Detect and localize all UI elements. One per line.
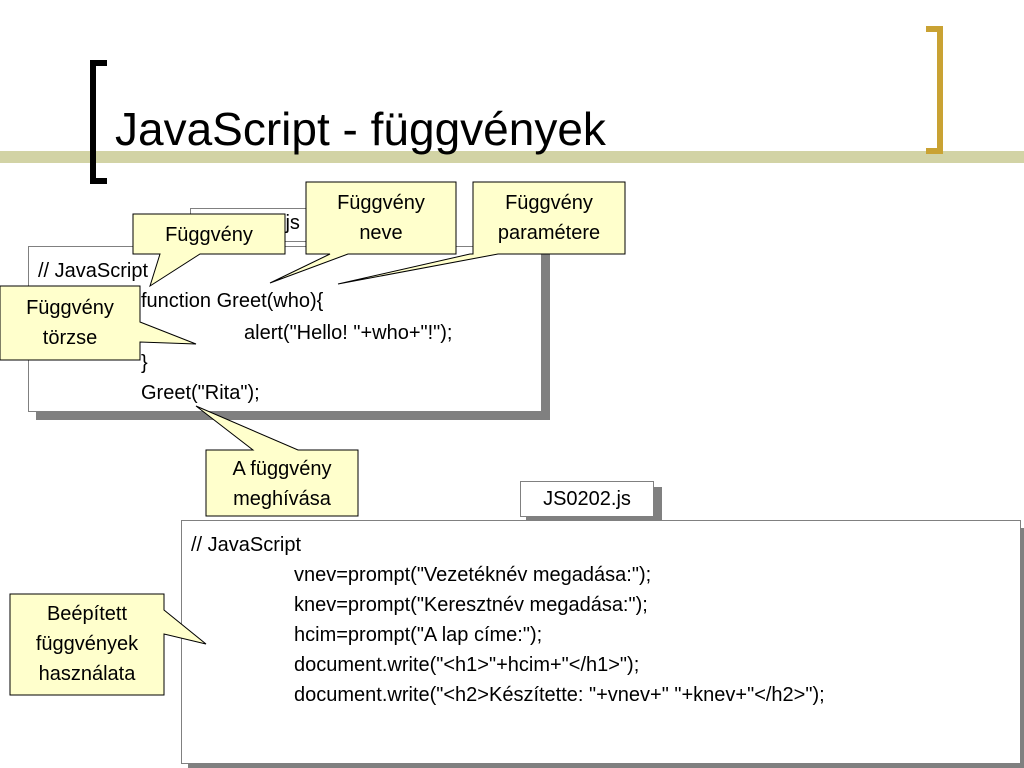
callout-function-parameter: Függvény paramétere (473, 188, 625, 248)
callout-line: paramétere (497, 222, 601, 244)
title-stripe (0, 151, 1024, 163)
code-line: vnev=prompt("Vezetéknév megadása:"); (294, 564, 652, 586)
callout-line: Beépített (46, 603, 128, 625)
filename-tag-js0202: JS0202.js (520, 481, 654, 517)
code-line: document.write("<h1>"+hcim+"</h1>"); (294, 654, 640, 676)
callout-function: Függvény (133, 220, 285, 250)
callout-line: Függvény (165, 224, 253, 246)
code-line: knev=prompt("Keresztnév megadása:"); (294, 594, 648, 616)
callout-line: Függvény (26, 297, 114, 319)
callout-line: törzse (42, 327, 98, 349)
slide-title: JavaScript - függvények (115, 103, 606, 155)
code-line: hcim=prompt("A lap címe:"); (294, 624, 543, 646)
code-line: // JavaScript (191, 534, 302, 556)
code-box-2: // JavaScript vnev=prompt("Vezetéknév me… (181, 520, 1021, 764)
callout-line: neve (359, 222, 403, 244)
right-bracket-decoration (926, 26, 943, 154)
callout-function-call: A függvény meghívása (206, 454, 358, 514)
callout-line: használata (38, 663, 136, 685)
code-line: Greet("Rita"); (141, 382, 260, 404)
code-line: alert("Hello! "+who+"!"); (244, 322, 453, 344)
callout-line: A függvény (232, 458, 332, 480)
callout-line: Függvény (505, 192, 593, 214)
callout-function-name: Függvény neve (306, 188, 456, 248)
code-line: document.write("<h2>Készítette: "+vnev+"… (294, 684, 825, 706)
callout-line: Függvény (337, 192, 425, 214)
left-bracket-decoration (90, 60, 107, 184)
callout-function-body: Függvény törzse (0, 293, 140, 353)
callout-line: meghívása (233, 488, 331, 510)
code-line: function Greet(who){ (141, 290, 324, 312)
callout-builtin-functions: Beépített függvények használata (10, 599, 164, 689)
callout-line: függvények (35, 633, 139, 655)
code-line: } (141, 352, 148, 374)
code-line: // JavaScript (38, 260, 149, 282)
